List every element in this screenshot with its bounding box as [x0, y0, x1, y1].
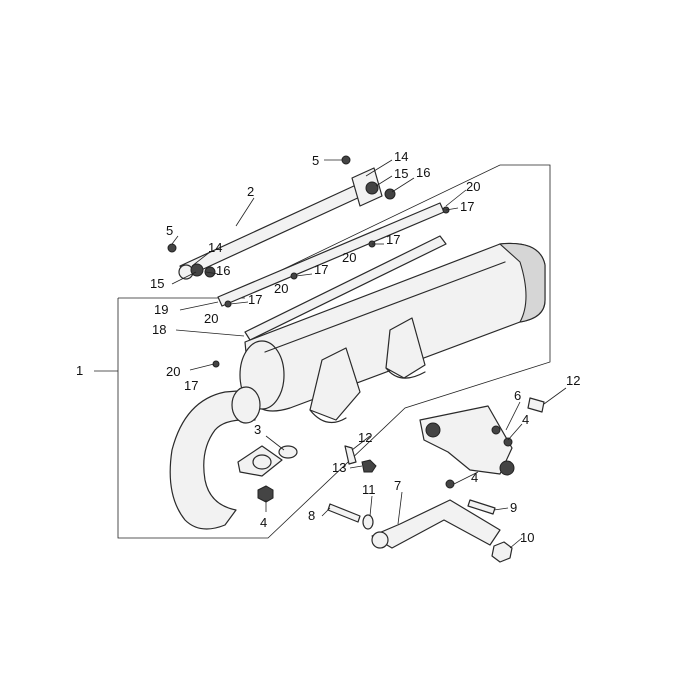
callout-c15a: 15: [394, 166, 408, 181]
callout-c13: 13: [332, 460, 346, 475]
callout-c12b: 12: [358, 430, 372, 445]
muffler-clamp-rear: [385, 317, 426, 379]
callout-c20a: 20: [466, 179, 480, 194]
leader-lines: [171, 159, 567, 549]
callout-c11: 11: [362, 482, 376, 497]
callout-c19: 19: [154, 302, 168, 317]
callout-c10: 10: [520, 530, 534, 545]
callout-c17c: 17: [314, 262, 328, 277]
callout-c14a: 14: [394, 149, 408, 164]
bolt-12-upper: [527, 397, 545, 413]
callout-c15b: 15: [150, 276, 164, 291]
frame-bracket: [419, 405, 515, 476]
callout-c16b: 16: [216, 263, 230, 278]
callout-c4c: 4: [522, 412, 529, 427]
nut-13: [361, 459, 377, 473]
heat-cover-bracket: [178, 167, 383, 280]
washer-11: [362, 514, 374, 530]
callout-c20c: 20: [274, 281, 288, 296]
callout-c6: 6: [514, 388, 521, 403]
callout-c3: 3: [254, 422, 261, 437]
callout-c17e: 17: [184, 378, 198, 393]
callout-c20b: 20: [342, 250, 356, 265]
callout-c17d: 17: [248, 292, 262, 307]
flange-nut: [257, 485, 274, 503]
bolt-5-lower: [167, 243, 177, 253]
bolt-12-lower: [344, 445, 357, 465]
gasket: [278, 445, 298, 459]
callout-c4b: 4: [471, 470, 478, 485]
bolt-8: [327, 503, 361, 523]
callout-c16a: 16: [416, 165, 430, 180]
callout-labels: 1234445567891011121213141415151616171717…: [76, 149, 580, 545]
callout-c8: 8: [308, 508, 315, 523]
callout-c5a: 5: [312, 153, 319, 168]
exhaust-pipe: [169, 386, 261, 530]
pipe-flange: [237, 445, 283, 477]
bolt-5-upper: [341, 155, 351, 165]
nuts-4-6: [445, 425, 513, 489]
callout-c18: 18: [152, 322, 166, 337]
callout-c7: 7: [394, 478, 401, 493]
callout-c20d: 20: [204, 311, 218, 326]
nut-10: [491, 541, 513, 563]
bolt-9: [467, 499, 496, 515]
callout-c20e: 20: [166, 364, 180, 379]
callout-c14b: 14: [208, 240, 222, 255]
callout-c4a: 4: [260, 515, 267, 530]
callout-c17b: 17: [386, 232, 400, 247]
callout-c1: 1: [76, 363, 83, 378]
muffler-clamp-front: [309, 347, 361, 424]
callout-c9: 9: [510, 500, 517, 515]
heat-shield-strip-lower: [244, 235, 447, 341]
callout-c2: 2: [247, 184, 254, 199]
callout-c17a: 17: [460, 199, 474, 214]
callout-c5b: 5: [166, 223, 173, 238]
support-arm: [371, 499, 501, 549]
callout-c12a: 12: [566, 373, 580, 388]
